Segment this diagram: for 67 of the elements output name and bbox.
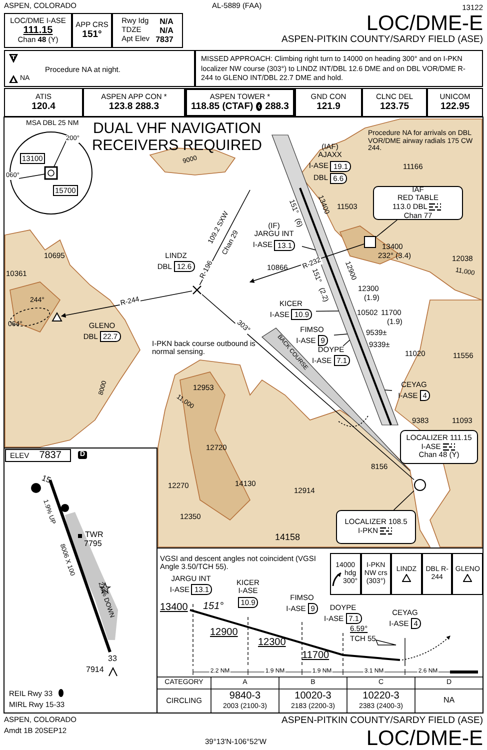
missed-approach-box (195, 50, 483, 87)
altitude-label: 11700 (302, 650, 330, 661)
missed-approach-icon-box (360, 553, 392, 595)
minimum-value: 10220-3 (362, 690, 400, 702)
missed-approach-icon-box (330, 553, 361, 595)
navaid-box (373, 186, 463, 220)
navaid-box (336, 510, 416, 544)
airport-symbol (414, 479, 426, 491)
runway-info-value: 7837 (156, 35, 174, 44)
elevation-box (5, 449, 71, 462)
altitude-label: 13400 (160, 602, 188, 613)
frequency-box (72, 13, 112, 48)
missed-approach-icon-box (391, 553, 422, 595)
notes-box (4, 50, 195, 87)
frequency: 122.95 (440, 101, 470, 113)
frequency: 121.9 (316, 101, 340, 113)
frequency: 118.85 (CTAF) (191, 101, 254, 113)
elevation-label: 7914 (86, 666, 104, 675)
runway-number: 33 (108, 655, 117, 664)
runway-info-value: N/A (158, 26, 174, 36)
leader-line (393, 490, 414, 510)
frequency-box (295, 88, 362, 117)
frequency: 151° (82, 29, 102, 41)
vor-symbol (364, 236, 376, 248)
leader-line (342, 340, 350, 346)
leader-line (334, 334, 348, 336)
airport-name: ASPEN-PITKIN COUNTY/SARDY FIELD (ASE) (282, 35, 483, 46)
leader-line (384, 390, 392, 391)
frequency-box (83, 88, 185, 117)
leader-line (376, 220, 398, 238)
runway-info-value: N/A (158, 16, 174, 26)
leader-line (316, 310, 340, 312)
minimum-value: NA (443, 696, 455, 706)
frequency: 288.3 (265, 101, 289, 113)
tower-label: TWR (85, 531, 104, 540)
airport-name: ASPEN-PITKIN COUNTY/SARDY FIELD (ASE) (282, 716, 483, 726)
leader-line (302, 246, 316, 250)
runway-number: 15 (40, 474, 52, 486)
frequency-box (4, 13, 72, 48)
frequency: 120.4 (32, 101, 56, 113)
altitude-label: 12300 (258, 637, 286, 648)
altitude-label: 12900 (210, 627, 238, 638)
fix-triangle-icon (52, 312, 62, 322)
procedure-title: LOC/DME-E (366, 13, 483, 34)
minimum-value: 10020-3 (294, 690, 332, 702)
frequency: 123.8 288.3 (108, 101, 160, 113)
minimum-value: 9840-3 (229, 690, 261, 702)
runway-info-box (112, 13, 183, 48)
course-line (60, 290, 192, 318)
missed-approach-icon-box (452, 553, 483, 595)
procedure-title: LOC/DME-E (366, 727, 483, 750)
course-label: 151° (203, 601, 224, 612)
frequency-box (4, 88, 83, 117)
warning-note: DUAL VHF NAVIGATION RECEIVERS REQUIRED (90, 121, 264, 154)
elevation-value: 7837 (39, 450, 62, 462)
frequency-box (185, 88, 295, 117)
navaid-box (400, 430, 478, 464)
missed-approach-icon-box (422, 553, 452, 595)
intersection-marker (192, 285, 202, 295)
frequency-box (427, 88, 483, 117)
frequency-box (362, 88, 427, 117)
elevation-label: 14158 (275, 533, 300, 543)
elevation-label: 7795 (84, 540, 102, 549)
frequency: 123.75 (380, 101, 410, 113)
course-line (202, 294, 414, 480)
frequency: 111.15 (23, 25, 53, 36)
course-line (249, 244, 364, 283)
